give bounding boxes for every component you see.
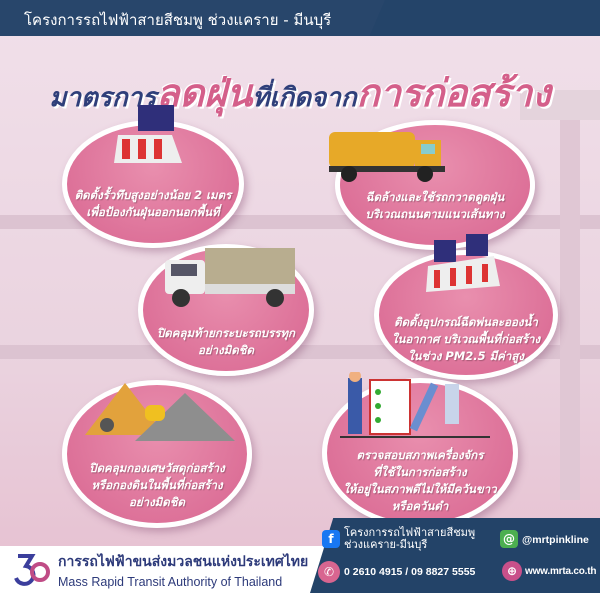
org-name-en: Mass Rapid Transit Authority of Thailand (58, 575, 283, 589)
measure-material-cover: ปิดคลุมกองเศษวัสดุก่อสร้าง หรือกองดินในพ… (62, 380, 252, 528)
fence-barrier-icon (114, 105, 182, 163)
measure-text: ติดตั้งรั้วทึบสูงอย่างน้อย 2 เมตร เพื่อป… (74, 188, 232, 219)
org-name-th: การรถไฟฟ้าขนส่งมวลชนแห่งประเทศไทย (58, 554, 309, 570)
website-link[interactable]: www.mrta.co.th (525, 566, 597, 577)
mrta-30th-anniversary-logo (14, 554, 50, 586)
covered-truck-icon (165, 248, 295, 307)
bg-bridge (520, 90, 600, 120)
measure-text: ปิดคลุมกองเศษวัสดุก่อสร้าง หรือกองดินในพ… (89, 461, 225, 509)
measure-text: ฉีดล้างและใช้รถกวาดดูดฝุ่น บริเวณถนนตามแ… (365, 190, 505, 221)
line-id[interactable]: @mrtpinkline (522, 534, 589, 546)
phone-number[interactable]: 0 2610 4915 / 09 8827 5555 (344, 566, 476, 578)
title-part: การก่อสร้าง (356, 71, 551, 115)
machine-checklist-icon (340, 372, 490, 438)
measure-text: ตรวจสอบสภาพเครื่องจักร ที่ใช้ในการก่อสร้… (343, 448, 497, 513)
line-icon[interactable]: @ (500, 530, 518, 548)
measure-text: ติดตั้งอุปกรณ์ฉีดพ่นละอองน้ำ ในอากาศ บริ… (391, 315, 541, 363)
title-part: ที่เกิดจาก (252, 83, 357, 113)
header-bar: โครงการรถไฟฟ้าสายสีชมพู ช่วงแคราย - มีนบ… (0, 0, 600, 36)
bg-pillar (560, 120, 580, 500)
facebook-link[interactable]: โครงการรถไฟฟ้าสายสีชมพู ช่วงแคราย-มีนบุร… (344, 527, 476, 551)
footer-org (0, 546, 330, 593)
globe-icon: ⊕ (502, 561, 522, 581)
project-name: โครงการรถไฟฟ้าสายสีชมพู ช่วงแคราย - มีนบ… (24, 11, 332, 29)
sand-pile-icon (85, 383, 235, 441)
measure-text: ปิดคลุมท้ายกระบะรถบรรทุก อย่างมิดชิด (157, 326, 295, 357)
phone-icon: ✆ (318, 561, 340, 583)
street-sweeper-truck-icon (329, 132, 445, 182)
footer-contacts (310, 518, 600, 593)
page-title: มาตรการลดฝุ่นที่เกิดจากการก่อสร้าง (0, 62, 600, 123)
org-name: การรถไฟฟ้าขนส่งมวลชนแห่งประเทศไทย Mass R… (58, 551, 308, 589)
facebook-icon[interactable]: f (322, 530, 340, 548)
water-mist-sprayer-icon (426, 234, 500, 292)
